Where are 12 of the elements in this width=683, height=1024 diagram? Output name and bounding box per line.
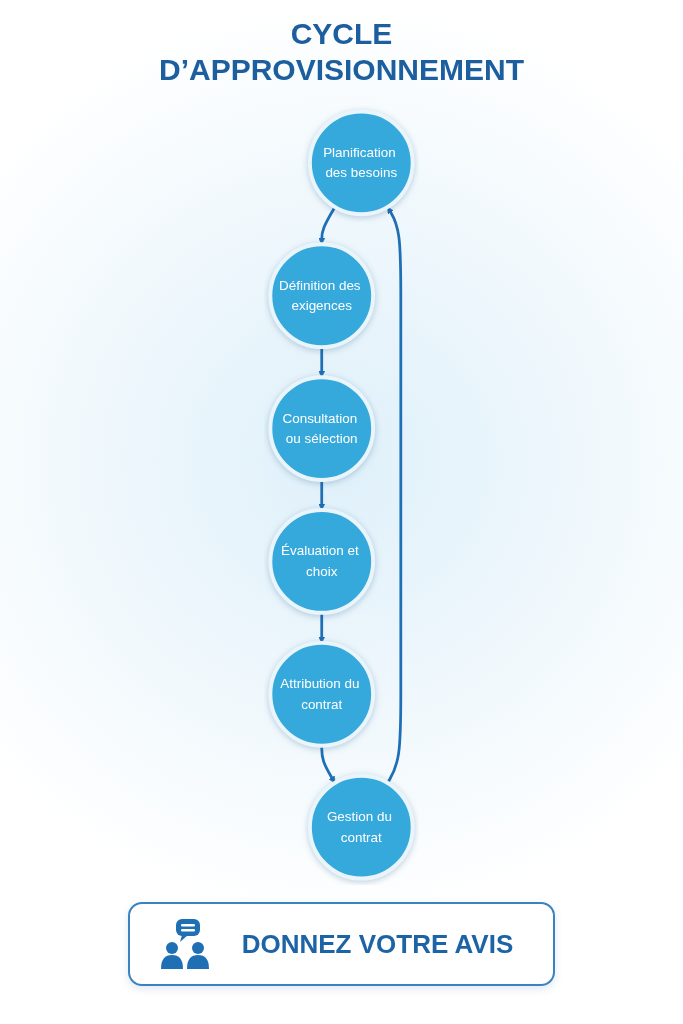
feedback-button: DONNEZ VOTRE AVIS xyxy=(127,902,556,986)
arrow xyxy=(320,745,336,784)
arrow xyxy=(318,347,326,378)
arrow xyxy=(318,206,337,245)
node-circle: Planification des besoins xyxy=(307,109,415,217)
arrow xyxy=(318,612,326,644)
node-circle: Attribution du contrat xyxy=(268,640,376,748)
node-circle: Gestion du contrat xyxy=(307,773,415,881)
arrow xyxy=(386,206,403,784)
diagram-title: CYCLE D’APPROVISIONNEMENT xyxy=(157,16,525,88)
arrow xyxy=(318,479,326,511)
node-circle: Consultation ou sélection xyxy=(268,375,376,482)
